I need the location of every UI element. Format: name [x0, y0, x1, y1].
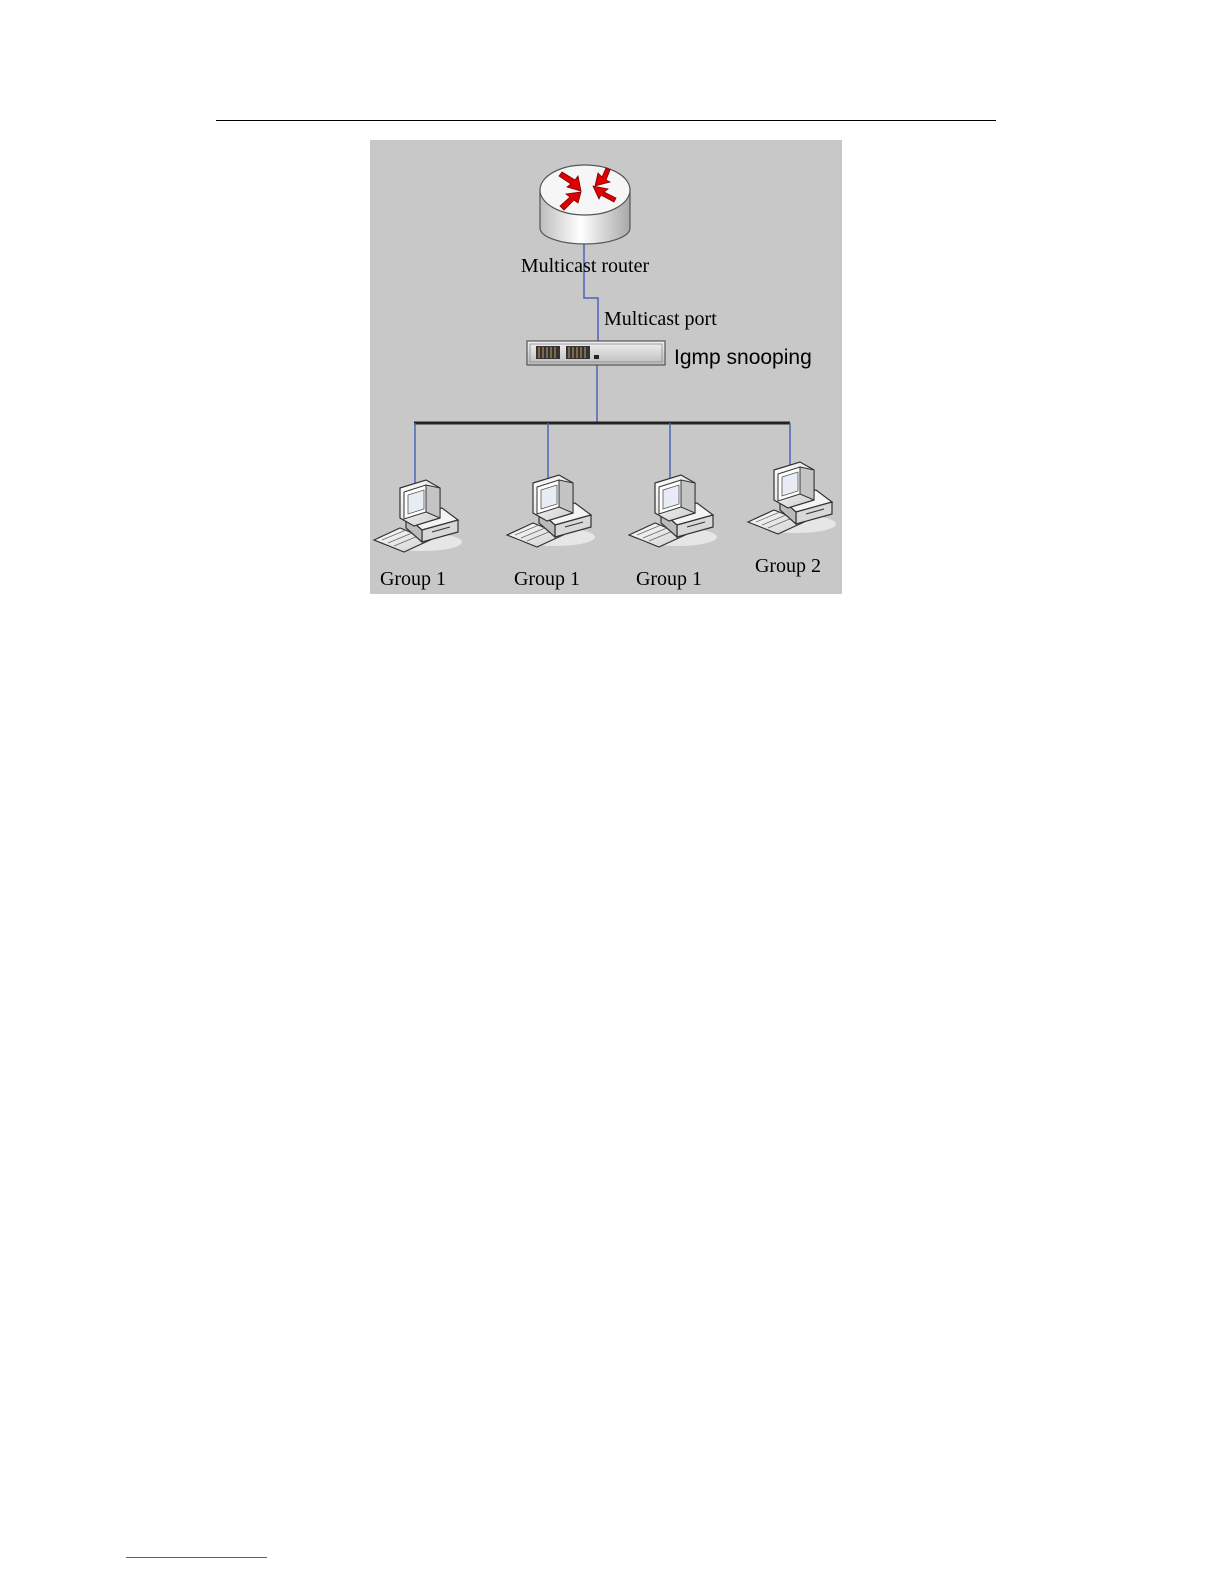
host-label: Group 1 [380, 568, 446, 590]
host-drop-lines [415, 423, 790, 485]
switch-icon [527, 341, 665, 365]
host-label: Group 2 [755, 555, 821, 577]
host-computer-icon [748, 462, 836, 534]
router-label: Multicast router [521, 255, 650, 277]
multicast-port-label: Multicast port [604, 308, 717, 330]
footer-rule [126, 1557, 267, 1558]
host-computer-icon [374, 480, 462, 552]
host-computer-icon [507, 475, 595, 547]
router-icon [540, 165, 630, 244]
host-label: Group 1 [636, 568, 702, 590]
diagram-canvas: Multicast router Multicast port Igmp sno… [370, 140, 842, 594]
header-rule [216, 120, 996, 121]
host-label: Group 1 [514, 568, 580, 590]
host-computer-icon [629, 475, 717, 547]
switch-label: Igmp snooping [674, 346, 812, 369]
network-diagram: Multicast router Multicast port Igmp sno… [370, 140, 842, 594]
